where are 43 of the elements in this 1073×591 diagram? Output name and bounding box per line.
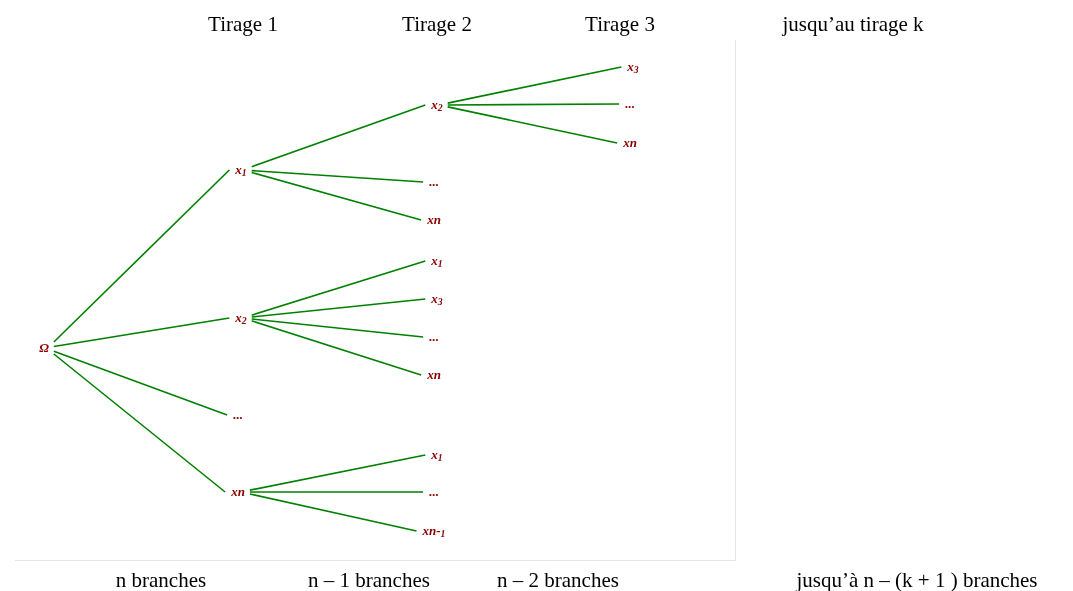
branch-line xyxy=(446,103,620,106)
branch-count-label: n branches xyxy=(115,568,207,591)
branch-line xyxy=(250,320,422,376)
branch-line xyxy=(250,104,427,168)
tree-node-label: x$_{3}$ xyxy=(624,59,642,75)
tree-node-label: xn-$_{1}$ xyxy=(419,523,449,539)
branch-line xyxy=(250,318,424,338)
column-heading: Tirage 1 xyxy=(208,12,278,36)
tree-node-label: xn xyxy=(424,212,444,228)
branch-count-label: jusqu’à n – (k + 1 ) branches xyxy=(796,568,1038,591)
branch-line xyxy=(250,171,422,221)
branch-line xyxy=(446,106,618,144)
column-heading: Tirage 3 xyxy=(585,12,655,36)
branch-line xyxy=(250,298,427,318)
branch-count-label: n – 1 branches xyxy=(308,568,430,591)
tree-node-label: x$_{1}$ xyxy=(428,253,446,269)
column-heading: jusqu’au tirage k xyxy=(782,12,924,36)
tree-node-label: xn xyxy=(620,135,640,151)
branch-line xyxy=(250,260,427,316)
branch-line xyxy=(250,169,424,183)
branch-line xyxy=(249,493,418,532)
tree-node-label: Ω xyxy=(36,340,52,356)
tree-node-label: x$_{1}$ xyxy=(428,447,446,463)
tree-node-label: ... xyxy=(622,96,638,112)
tree-node-label: x$_{1}$ xyxy=(232,162,250,178)
tree-node-label: ... xyxy=(230,407,246,423)
branch-count-label: n – 2 branches xyxy=(497,568,619,591)
tree-node-label: x$_{3}$ xyxy=(428,291,446,307)
branch-line xyxy=(53,350,228,416)
tree-node-label: ... xyxy=(426,174,442,190)
branch-line xyxy=(249,454,427,491)
tree-node-label: ... xyxy=(426,484,442,500)
column-heading: Tirage 2 xyxy=(402,12,472,36)
branch-line xyxy=(249,491,424,493)
branch-line xyxy=(446,66,623,104)
tree-node-label: x$_{2}$ xyxy=(232,310,250,326)
branch-line xyxy=(53,353,226,493)
tree-node-label: xn xyxy=(228,484,248,500)
tree-node-label: xn xyxy=(424,367,444,383)
branch-line xyxy=(53,317,231,348)
tree-node-label: x$_{2}$ xyxy=(428,97,446,113)
branch-line xyxy=(53,169,231,343)
tree-node-label: ... xyxy=(426,329,442,345)
